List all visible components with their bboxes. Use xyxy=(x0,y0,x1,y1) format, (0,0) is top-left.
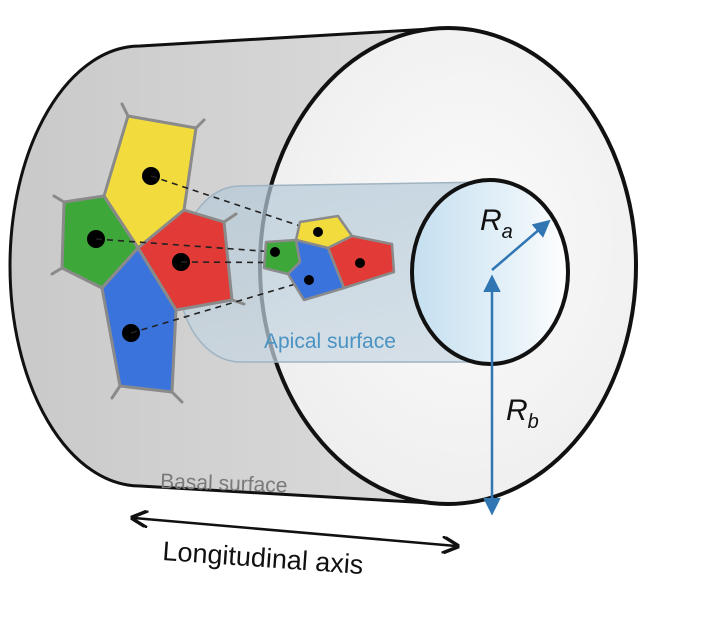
nucleus xyxy=(355,258,365,268)
longitudinal-axis-label: Longitudinal axis xyxy=(162,536,365,580)
longitudinal-axis-arrow xyxy=(134,518,456,546)
basal-cells xyxy=(50,102,246,404)
apical-cell-blue xyxy=(286,238,346,302)
ra-arrow xyxy=(491,219,551,271)
nucleus xyxy=(304,275,314,285)
apical-surface-label: Apical surface xyxy=(264,330,396,353)
nucleus xyxy=(270,247,280,257)
basal-cell-blue xyxy=(100,246,178,394)
rb-label: Rb xyxy=(506,394,539,433)
nucleus xyxy=(313,227,323,237)
apical-cells xyxy=(262,214,396,302)
ra-label: Ra xyxy=(480,204,513,243)
basal-surface-label: Basal surface xyxy=(160,470,288,497)
